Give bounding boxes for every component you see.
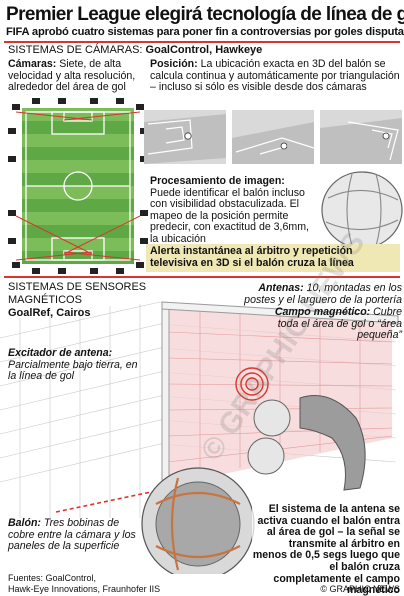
ball-text: Tres bobinas de cobre entre la cámara y …: [8, 517, 136, 553]
cameras-description: Cámaras: Siete, de alta velocidad y alta…: [8, 58, 144, 94]
processing-label: Procesamiento de imagen:: [150, 175, 285, 187]
ball: [253, 399, 291, 437]
antennas-description: Antenas: 10, montadas en los postes y el…: [236, 282, 402, 306]
cameras-label: Cámaras:: [8, 58, 57, 70]
antenna-exciter-line: [55, 487, 171, 513]
field-description: Campo magnético: Cubre toda el área de g…: [254, 306, 402, 342]
football-illustration: [321, 171, 403, 249]
ball-description: Balón: Tres bobinas de cobre entre la cá…: [8, 517, 138, 553]
antennas-label: Antenas:: [258, 282, 304, 294]
antenna-rings: [235, 367, 269, 401]
section-rule: [4, 276, 400, 278]
processing-text: Puede identificar el balón incluso con v…: [150, 186, 309, 245]
camera-icon: [90, 268, 98, 274]
camera-icon: [140, 238, 148, 244]
field-label: Campo magnético:: [274, 306, 371, 318]
camera-icon: [58, 98, 66, 104]
pitch-camera-diagram: [8, 98, 148, 274]
magnetic-goal-illustration: [0, 301, 399, 574]
antenna-system-description: El sistema de la antena se activa cuando…: [252, 503, 400, 596]
view-panel: [320, 110, 402, 164]
view-panel: [144, 110, 226, 164]
position-description: Posición: La ubicación exacta en 3D del …: [150, 58, 400, 94]
magnetic-heading-names: GoalRef, Cairos: [8, 307, 91, 319]
camera-section-heading: SISTEMAS DE CÁMARAS: GoalControl, Hawkey…: [8, 44, 262, 57]
camera-icon: [8, 238, 16, 244]
camera-icon: [32, 98, 40, 104]
camera-icon: [8, 156, 16, 162]
magnetic-heading-line2: MAGNÉTICOS: [8, 294, 82, 306]
camera-heading-prefix: SISTEMAS DE CÁMARAS:: [8, 44, 143, 56]
page-title: Premier League elegirá tecnología de lín…: [6, 4, 404, 25]
camera-icon: [116, 98, 124, 104]
exciter-description: Excitador de antena: Parcialmente bajo t…: [8, 347, 142, 383]
alert-highlight: Alerta instantánea al árbitro y repetici…: [146, 244, 400, 272]
antennas-text: 10, montadas en los postes y el larguero…: [244, 282, 402, 306]
sources-line2: Hawk-Eye Innovations, Fraunhofer IIS: [8, 584, 161, 594]
position-label: Posición:: [150, 58, 198, 70]
view-panel: [232, 110, 315, 164]
position-text: La ubicación exacta en 3D del balón se c…: [150, 58, 400, 94]
cutaway-ball: [141, 467, 255, 574]
sources-line1: Fuentes: GoalControl,: [8, 573, 97, 583]
cameras-text: Siete, de alta velocidad y alta resoluci…: [8, 58, 136, 94]
camera-icon: [136, 262, 144, 268]
camera-icon: [140, 210, 148, 216]
page-subtitle: FIFA aprobó cuatro sistemas para poner f…: [6, 26, 404, 38]
exciter-text: Parcialmente bajo tierra, en la línea de…: [8, 358, 138, 383]
goal-area-views: [144, 110, 402, 164]
camera-icon: [32, 268, 40, 274]
credit: © GRAPHIC NEWS: [320, 584, 400, 594]
goalkeeper-figure: [299, 395, 366, 491]
magnetic-heading-line1: SISTEMAS DE SENSORES: [8, 281, 147, 293]
processing-description: Procesamiento de imagen: Puede identific…: [150, 175, 318, 246]
camera-icon: [8, 210, 16, 216]
camera-icon: [116, 268, 124, 274]
camera-icon: [136, 104, 144, 110]
camera-heading-names: GoalControl, Hawkeye: [142, 44, 263, 56]
camera-icon: [90, 98, 98, 104]
goal-crossbar: [161, 301, 399, 324]
ball-label: Balón:: [8, 517, 41, 529]
camera-icon: [8, 128, 16, 134]
field-text: Cubre toda el área de gol o “área pequeñ…: [277, 306, 402, 342]
camera-icon: [58, 268, 66, 274]
header-rule: [4, 41, 400, 43]
exciter-label: Excitador de antena:: [8, 347, 113, 359]
ball: [247, 437, 285, 475]
camera-icon: [12, 262, 20, 268]
camera-icon: [12, 104, 20, 110]
